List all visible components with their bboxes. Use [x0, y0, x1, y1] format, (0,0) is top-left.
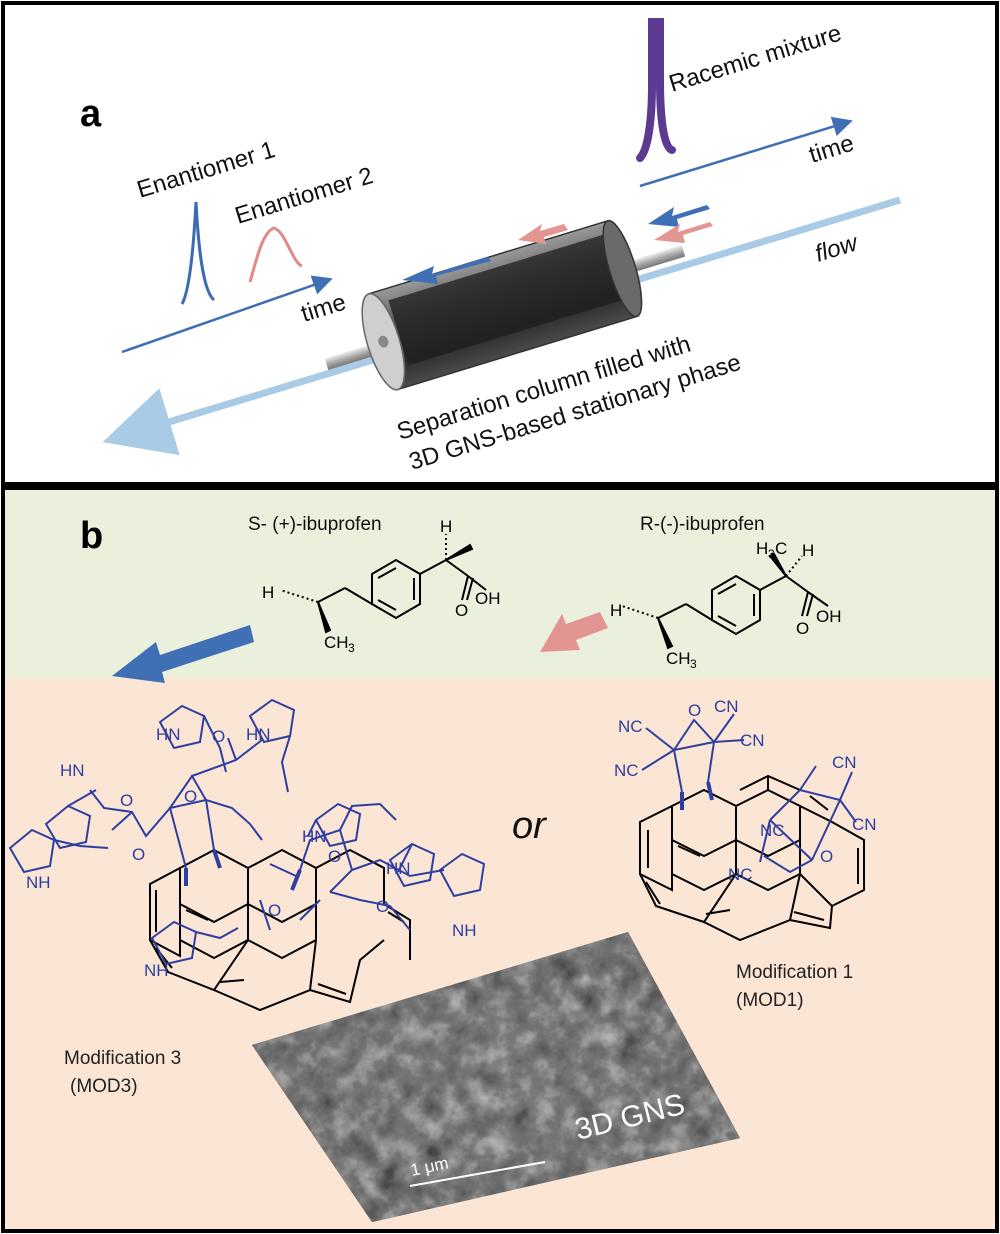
- or-label: or: [512, 805, 547, 847]
- svg-text:HN: HN: [386, 859, 411, 878]
- svg-text:O: O: [120, 791, 133, 810]
- mod3-label-line1: Modification 3: [64, 1048, 181, 1069]
- svg-text:O: O: [184, 787, 197, 806]
- mod1-atoms: NC NC O CN CN NC NC CN CN O: [614, 697, 877, 884]
- pink-arrow-right: [654, 222, 713, 243]
- svg-text:O: O: [820, 847, 833, 866]
- svg-text:HN: HN: [156, 725, 181, 744]
- svg-text:HN: HN: [246, 725, 271, 744]
- svg-text:OH: OH: [475, 589, 501, 608]
- mod1-label-line2: (MOD1): [736, 990, 804, 1011]
- mod1-structure: [639, 713, 865, 942]
- svg-text:NH: NH: [452, 921, 477, 940]
- svg-text:O: O: [212, 727, 225, 746]
- svg-text:H: H: [440, 517, 452, 536]
- svg-text:O: O: [268, 901, 281, 920]
- svg-text:O: O: [132, 845, 145, 864]
- svg-text:NC: NC: [728, 865, 753, 884]
- s-ibuprofen-structure: [279, 534, 487, 634]
- svg-text:NH: NH: [26, 873, 51, 892]
- separation-column: [324, 219, 686, 391]
- svg-text:CN: CN: [832, 753, 857, 772]
- svg-text:3: 3: [348, 641, 355, 655]
- blue-arrow-right: [648, 205, 710, 227]
- pink-arrow-r-ibuprofen: [540, 612, 608, 652]
- svg-text:NC: NC: [618, 717, 643, 736]
- svg-text:H: H: [756, 539, 768, 558]
- scale-bar: [409, 1161, 546, 1187]
- column-core: [388, 234, 624, 366]
- panel-b-label: b: [80, 515, 103, 557]
- svg-text:OH: OH: [816, 607, 842, 626]
- panel-b-top-bg: [3, 488, 997, 678]
- mod3-label-line2: (MOD3): [70, 1076, 138, 1097]
- svg-text:NH: NH: [144, 961, 169, 980]
- panel-a: a flow Racemic mixture time: [1, 1, 999, 486]
- mod3-structure: [8, 698, 486, 1012]
- svg-text:3: 3: [690, 657, 697, 671]
- panel-b-border: [1, 486, 999, 1233]
- column-port-left: [378, 335, 389, 348]
- svg-text:O: O: [376, 897, 389, 916]
- svg-text:HN: HN: [60, 761, 85, 780]
- enantiomer2-peak: [248, 226, 303, 283]
- svg-text:CN: CN: [852, 815, 877, 834]
- r-ibuprofen-label: R-(-)-ibuprofen: [640, 514, 765, 535]
- pink-arrow-small: [518, 224, 568, 244]
- svg-text:H: H: [610, 601, 622, 620]
- time-axis-bottom: [121, 275, 333, 354]
- svg-text:C: C: [775, 539, 787, 558]
- racemic-peak: [636, 18, 676, 162]
- svg-text:O: O: [328, 847, 341, 866]
- svg-text:NC: NC: [760, 821, 785, 840]
- panel-a-label: a: [80, 93, 102, 135]
- blue-arrow-left: [402, 257, 491, 284]
- mod3-atoms: HN NH HN HN HN HN NH NH O O O O O O O: [26, 725, 477, 980]
- svg-text:CN: CN: [740, 731, 765, 750]
- time-axis-top: [639, 116, 853, 188]
- mod1-label-line1: Modification 1: [736, 962, 853, 983]
- svg-text:HN: HN: [302, 827, 327, 846]
- svg-text:O: O: [688, 701, 701, 720]
- svg-text:3: 3: [768, 547, 775, 561]
- enantiomer1-peak: [180, 201, 216, 305]
- svg-text:O: O: [455, 601, 468, 620]
- svg-text:NC: NC: [614, 761, 639, 780]
- r-ibuprofen-structure: [621, 552, 829, 650]
- blue-arrow-s-ibuprofen: [112, 625, 254, 683]
- s-ibuprofen-label: S- (+)-ibuprofen: [248, 514, 382, 535]
- svg-text:H: H: [802, 541, 814, 560]
- svg-text:H: H: [262, 583, 274, 602]
- column-end-right: [602, 219, 643, 318]
- svg-text:CN: CN: [714, 697, 739, 716]
- svg-text:CH: CH: [666, 649, 691, 668]
- svg-text:CH: CH: [324, 633, 349, 652]
- svg-text:O: O: [796, 619, 809, 638]
